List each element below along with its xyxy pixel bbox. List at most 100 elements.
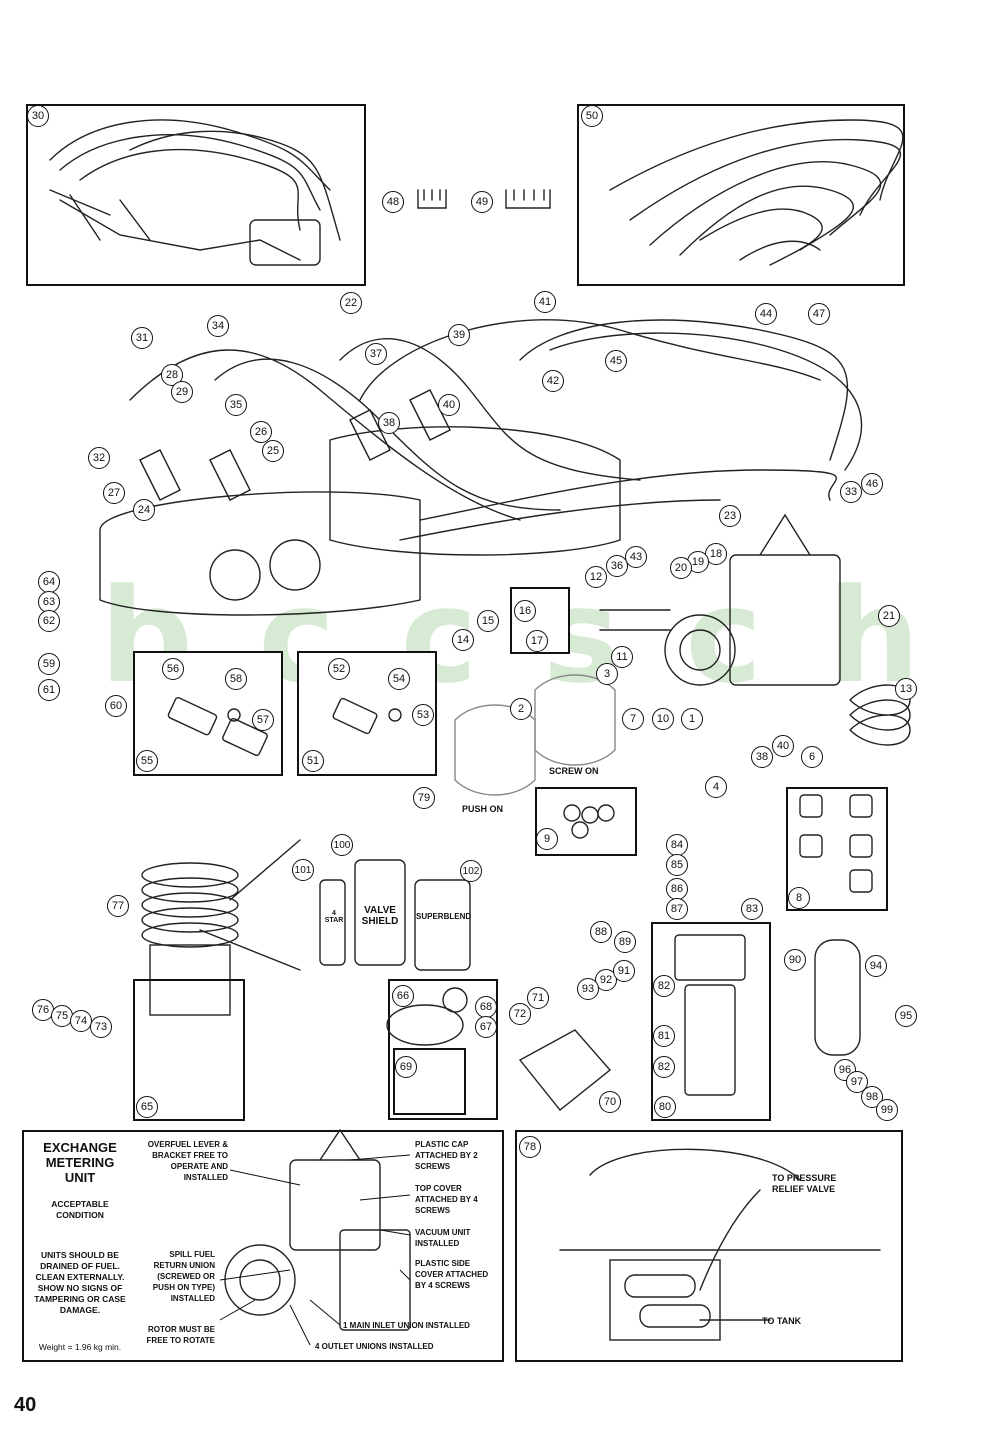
callout-2: 2 (510, 698, 532, 720)
callout-49: 49 (471, 191, 493, 213)
callout-26: 26 (250, 421, 272, 443)
page-number: 40 (14, 1394, 37, 1416)
label-to-tank: TO TANK (762, 1316, 802, 1326)
exchange-weight: Weight = 1.96 kg min. (38, 1342, 122, 1352)
callout-14: 14 (452, 629, 474, 651)
callout-86: 86 (666, 878, 688, 900)
callout-54: 54 (388, 668, 410, 690)
callout-6: 6 (801, 746, 823, 768)
callout-69: 69 (395, 1056, 417, 1078)
callout-65: 65 (136, 1096, 158, 1118)
callout-32: 32 (88, 447, 110, 469)
label-screw-on: SCREW ON (549, 766, 599, 776)
callout-90: 90 (784, 949, 806, 971)
exchange-overfuel: OVERFUEL LEVER & BRACKET FREE TO OPERATE… (147, 1140, 228, 1182)
callout-85: 85 (666, 854, 688, 876)
callout-3: 3 (596, 663, 618, 685)
callout-89: 89 (614, 931, 636, 953)
callout-73: 73 (90, 1016, 112, 1038)
exchange-spill: SPILL FUEL RETURN UNION (SCREWED OR PUSH… (152, 1250, 215, 1303)
exchange-outlets: 4 OUTLET UNIONS INSTALLED (315, 1342, 434, 1351)
callout-70: 70 (599, 1091, 621, 1113)
callout-27: 27 (103, 482, 125, 504)
callout-1: 1 (681, 708, 703, 730)
callout-8: 8 (788, 887, 810, 909)
callout-88: 88 (590, 921, 612, 943)
callout-82: 82 (653, 1056, 675, 1078)
callout-18: 18 (705, 543, 727, 565)
panel-30-injector-pipes (26, 104, 366, 286)
callout-30: 30 (27, 105, 49, 127)
callout-91: 91 (613, 960, 635, 982)
callout-16: 16 (514, 600, 536, 622)
callout-61: 61 (38, 679, 60, 701)
callout-64: 64 (38, 571, 60, 593)
callout-12: 12 (585, 566, 607, 588)
exchange-side-cover: PLASTIC SIDE COVER ATTACHED BY 4 SCREWS (415, 1259, 489, 1290)
label-push-on: PUSH ON (462, 804, 504, 814)
callout-67: 67 (475, 1016, 497, 1038)
callout-4: 4 (705, 776, 727, 798)
panel-65-pump (133, 979, 245, 1121)
label-to-pressure-relief: TO PRESSURE RELIEF VALVE (772, 1173, 837, 1194)
callout-57: 57 (252, 709, 274, 731)
bottle-middle-label: VALVE SHIELD (361, 905, 399, 927)
callout-53: 53 (412, 704, 434, 726)
callout-44: 44 (755, 303, 777, 325)
callout-93: 93 (577, 978, 599, 1000)
callout-25: 25 (262, 440, 284, 462)
panel-exchange-metering-unit (22, 1130, 504, 1362)
callout-40: 40 (438, 394, 460, 416)
callout-51: 51 (302, 750, 324, 772)
callout-66: 66 (392, 985, 414, 1007)
callout-74: 74 (70, 1010, 92, 1032)
callout-102: 102 (460, 860, 482, 882)
exchange-inlet: 1 MAIN INLET UNION INSTALLED (343, 1321, 470, 1330)
callout-42: 42 (542, 370, 564, 392)
callout-50: 50 (581, 105, 603, 127)
callout-24: 24 (133, 499, 155, 521)
callout-10: 10 (652, 708, 674, 730)
callout-59: 59 (38, 653, 60, 675)
callout-22: 22 (340, 292, 362, 314)
panel-80-filter (651, 922, 771, 1121)
callout-34: 34 (207, 315, 229, 337)
callout-21: 21 (878, 605, 900, 627)
callout-84: 84 (666, 834, 688, 856)
callout-80: 80 (654, 1096, 676, 1118)
callout-9: 9 (536, 828, 558, 850)
callout-77: 77 (107, 895, 129, 917)
callout-47: 47 (808, 303, 830, 325)
callout-7: 7 (622, 708, 644, 730)
callout-13: 13 (895, 678, 917, 700)
callout-43: 43 (625, 546, 647, 568)
callout-41: 41 (534, 291, 556, 313)
callout-55: 55 (136, 750, 158, 772)
callout-23: 23 (719, 505, 741, 527)
callout-82: 82 (653, 975, 675, 997)
exchange-vacuum: VACUUM UNIT INSTALLED (415, 1228, 471, 1248)
callout-99: 99 (876, 1099, 898, 1121)
exchange-plastic-cap: PLASTIC CAP ATTACHED BY 2 SCREWS (415, 1140, 478, 1171)
callout-68: 68 (475, 996, 497, 1018)
callout-63: 63 (38, 591, 60, 613)
callout-72: 72 (509, 1003, 531, 1025)
exchange-rotor: ROTOR MUST BE FREE TO ROTATE (146, 1325, 215, 1345)
callout-94: 94 (865, 955, 887, 977)
callout-75: 75 (51, 1005, 73, 1027)
callout-35: 35 (225, 394, 247, 416)
callout-60: 60 (105, 695, 127, 717)
callout-46: 46 (861, 473, 883, 495)
callout-20: 20 (670, 557, 692, 579)
callout-45: 45 (605, 350, 627, 372)
callout-95: 95 (895, 1005, 917, 1027)
callout-29: 29 (171, 381, 193, 403)
callout-38: 38 (751, 746, 773, 768)
callout-81: 81 (653, 1025, 675, 1047)
callout-56: 56 (162, 658, 184, 680)
callout-71: 71 (527, 987, 549, 1009)
callout-38: 38 (378, 412, 400, 434)
callout-39: 39 (448, 324, 470, 346)
exchange-notes: UNITS SHOULD BE DRAINED OF FUEL. CLEAN E… (34, 1250, 126, 1315)
